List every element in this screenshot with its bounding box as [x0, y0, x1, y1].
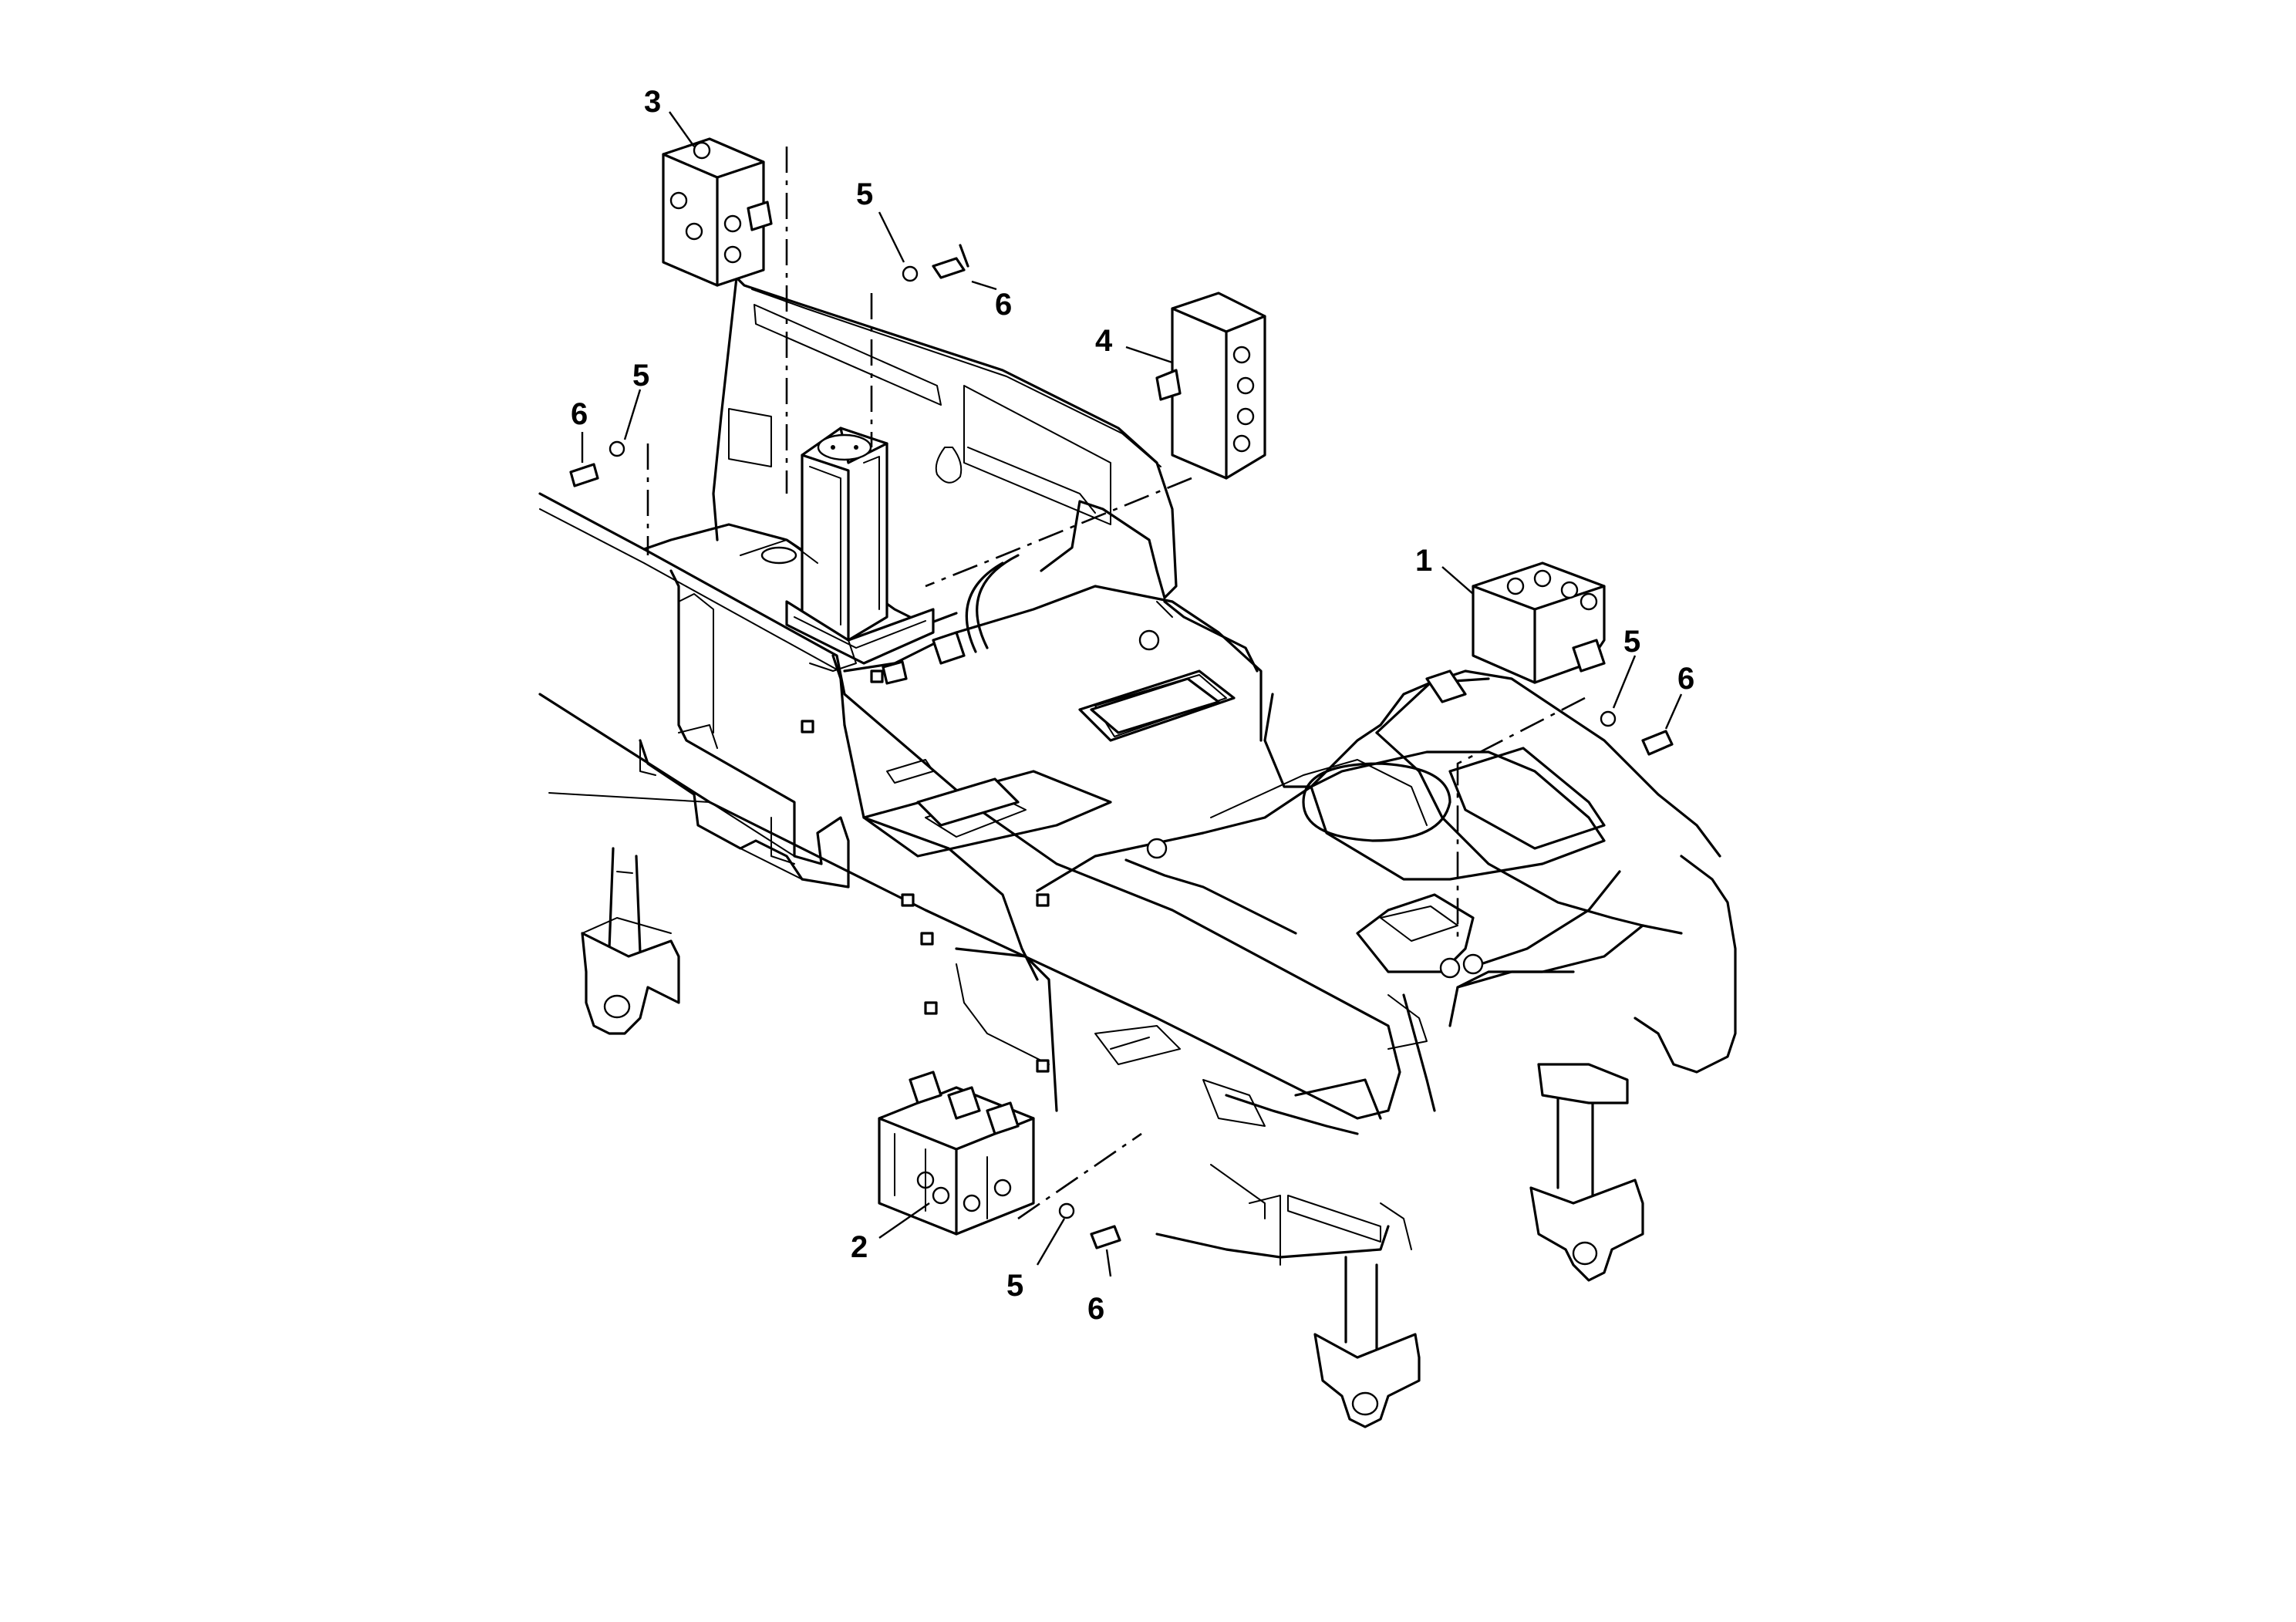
callout-6c: 6	[1677, 662, 1694, 696]
callouts: 3 5 6 4 5 6 1 5 6 2 5 6	[571, 85, 1694, 1326]
central-tower	[740, 427, 935, 672]
support-leg-left	[581, 847, 680, 1035]
main-frame	[538, 276, 1737, 1266]
valve-block-4	[1155, 292, 1266, 480]
callout-3: 3	[644, 85, 661, 119]
valve-block-1	[1472, 561, 1606, 684]
callout-6a: 6	[995, 288, 1012, 322]
callout-4: 4	[1095, 324, 1113, 358]
valve-block-3	[662, 137, 773, 287]
support-leg-right-front	[1313, 1256, 1421, 1428]
callout-5b: 5	[632, 359, 649, 393]
frame-details	[801, 554, 1484, 1073]
callout-5d: 5	[1006, 1269, 1023, 1303]
callout-5a: 5	[856, 177, 873, 211]
callout-5c: 5	[1623, 625, 1640, 659]
valve-bank-2	[878, 1071, 1035, 1236]
callout-6b: 6	[571, 397, 588, 431]
callout-1: 1	[1415, 544, 1432, 578]
assembly-lines	[646, 147, 1586, 1220]
callout-6d: 6	[1087, 1292, 1104, 1326]
callout-2: 2	[851, 1230, 868, 1264]
support-leg-right-rear	[1529, 1063, 1644, 1282]
fasteners	[569, 244, 1674, 1249]
